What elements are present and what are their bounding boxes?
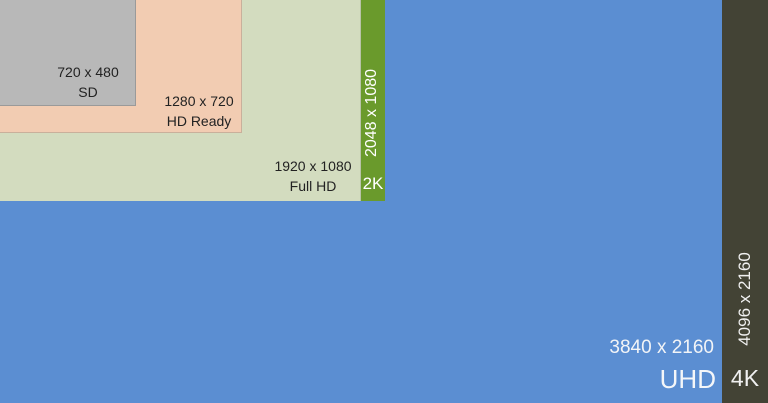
sd-name: SD <box>78 84 98 100</box>
uhd-name: UHD <box>659 364 716 394</box>
full-hd-label: 1920 x 1080 Full HD <box>266 156 360 196</box>
full-hd-name: Full HD <box>289 178 337 194</box>
2k-name: 2K <box>362 174 384 193</box>
4k-size: 4096 x 2160 <box>735 252 754 346</box>
full-hd-size: 1920 x 1080 <box>274 158 352 174</box>
hd-ready-name: HD Ready <box>166 113 232 129</box>
sd-size: 720 x 480 <box>57 64 119 80</box>
sd-area <box>0 0 136 106</box>
hd-ready-size: 1280 x 720 <box>164 93 234 109</box>
4k-name: 4K <box>730 365 760 391</box>
sd-label: 720 x 480 SD <box>52 62 124 102</box>
hd-ready-label: 1280 x 720 HD Ready <box>156 91 242 131</box>
2k-size: 2048 x 1080 <box>363 68 380 158</box>
uhd-size: 3840 x 2160 <box>609 337 714 358</box>
4k-area <box>722 0 768 403</box>
